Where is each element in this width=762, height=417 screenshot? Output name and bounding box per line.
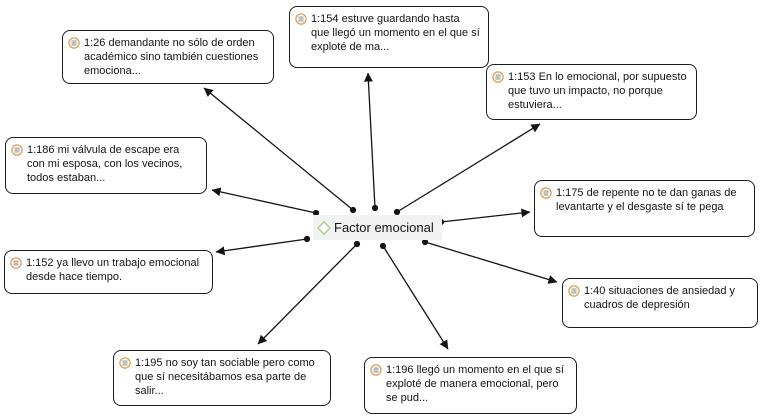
quotation-icon xyxy=(68,37,80,53)
quotation-label: 1:195 no soy tan sociable pero como que … xyxy=(135,357,315,398)
edge-line xyxy=(215,238,308,256)
quotation-node[interactable]: 1:195 no soy tan sociable pero como que … xyxy=(113,350,331,406)
quotation-node[interactable]: 1:40 situaciones de ansiedad y cuadros d… xyxy=(562,278,758,328)
quotation-label: 1:175 de repente no te dan ganas de leva… xyxy=(556,187,737,214)
edge-dot xyxy=(349,206,357,214)
quotation-label: 1:186 mi válvula de escape era con mi es… xyxy=(27,144,183,185)
central-node[interactable]: Factor emocional xyxy=(313,215,442,240)
quotation-label: 1:40 situaciones de ansiedad y cuadros d… xyxy=(584,285,736,312)
edge-dot xyxy=(353,240,361,248)
quotation-label: 1:152 ya llevo un trabajo emocional desd… xyxy=(26,257,200,284)
quotation-label: 1:153 En lo emocional, por supuesto que … xyxy=(508,71,687,112)
quotation-label: 1:26 demandante no sólo de orden académi… xyxy=(84,37,259,78)
quotation-node[interactable]: 1:152 ya llevo un trabajo emocional desd… xyxy=(4,250,213,294)
edge-dot xyxy=(393,208,401,216)
quotation-node[interactable]: 1:186 mi válvula de escape era con mi es… xyxy=(5,137,207,194)
central-node-label: Factor emocional xyxy=(334,220,434,235)
quotation-icon xyxy=(119,357,131,373)
edge-dot xyxy=(303,235,311,243)
edge-line xyxy=(396,123,541,213)
code-diamond-icon xyxy=(317,220,331,235)
quotation-icon xyxy=(10,257,22,273)
quotation-node[interactable]: 1:196 llegó un momento en el que sí expl… xyxy=(364,357,577,414)
quotation-node[interactable]: 1:153 En lo emocional, por supuesto que … xyxy=(486,64,697,120)
quotation-icon xyxy=(370,364,382,380)
edge-line xyxy=(363,72,376,209)
quotation-node[interactable]: 1:154 estuve guardando hasta que llegó u… xyxy=(289,6,489,68)
quotation-label: 1:154 estuve guardando hasta que llegó u… xyxy=(311,13,480,54)
edge-line xyxy=(382,245,449,350)
edge-dot xyxy=(312,209,320,217)
quotation-icon xyxy=(540,187,552,203)
edge-line xyxy=(203,87,354,211)
edge-dot xyxy=(379,242,387,250)
quotation-label: 1:196 llegó un momento en el que sí expl… xyxy=(386,364,564,405)
quotation-icon xyxy=(11,144,23,160)
edge-dot xyxy=(371,204,379,212)
quotation-icon xyxy=(568,285,580,301)
edge-line xyxy=(440,208,531,223)
quotation-icon xyxy=(492,71,504,87)
edge-dot xyxy=(421,238,429,246)
quotation-icon xyxy=(295,13,307,29)
edge-line xyxy=(424,241,558,284)
quotation-node[interactable]: 1:26 demandante no sólo de orden académi… xyxy=(62,30,274,85)
edge-line xyxy=(257,243,358,345)
edge-line xyxy=(211,187,317,214)
quotation-node[interactable]: 1:175 de repente no te dan ganas de leva… xyxy=(534,180,755,237)
